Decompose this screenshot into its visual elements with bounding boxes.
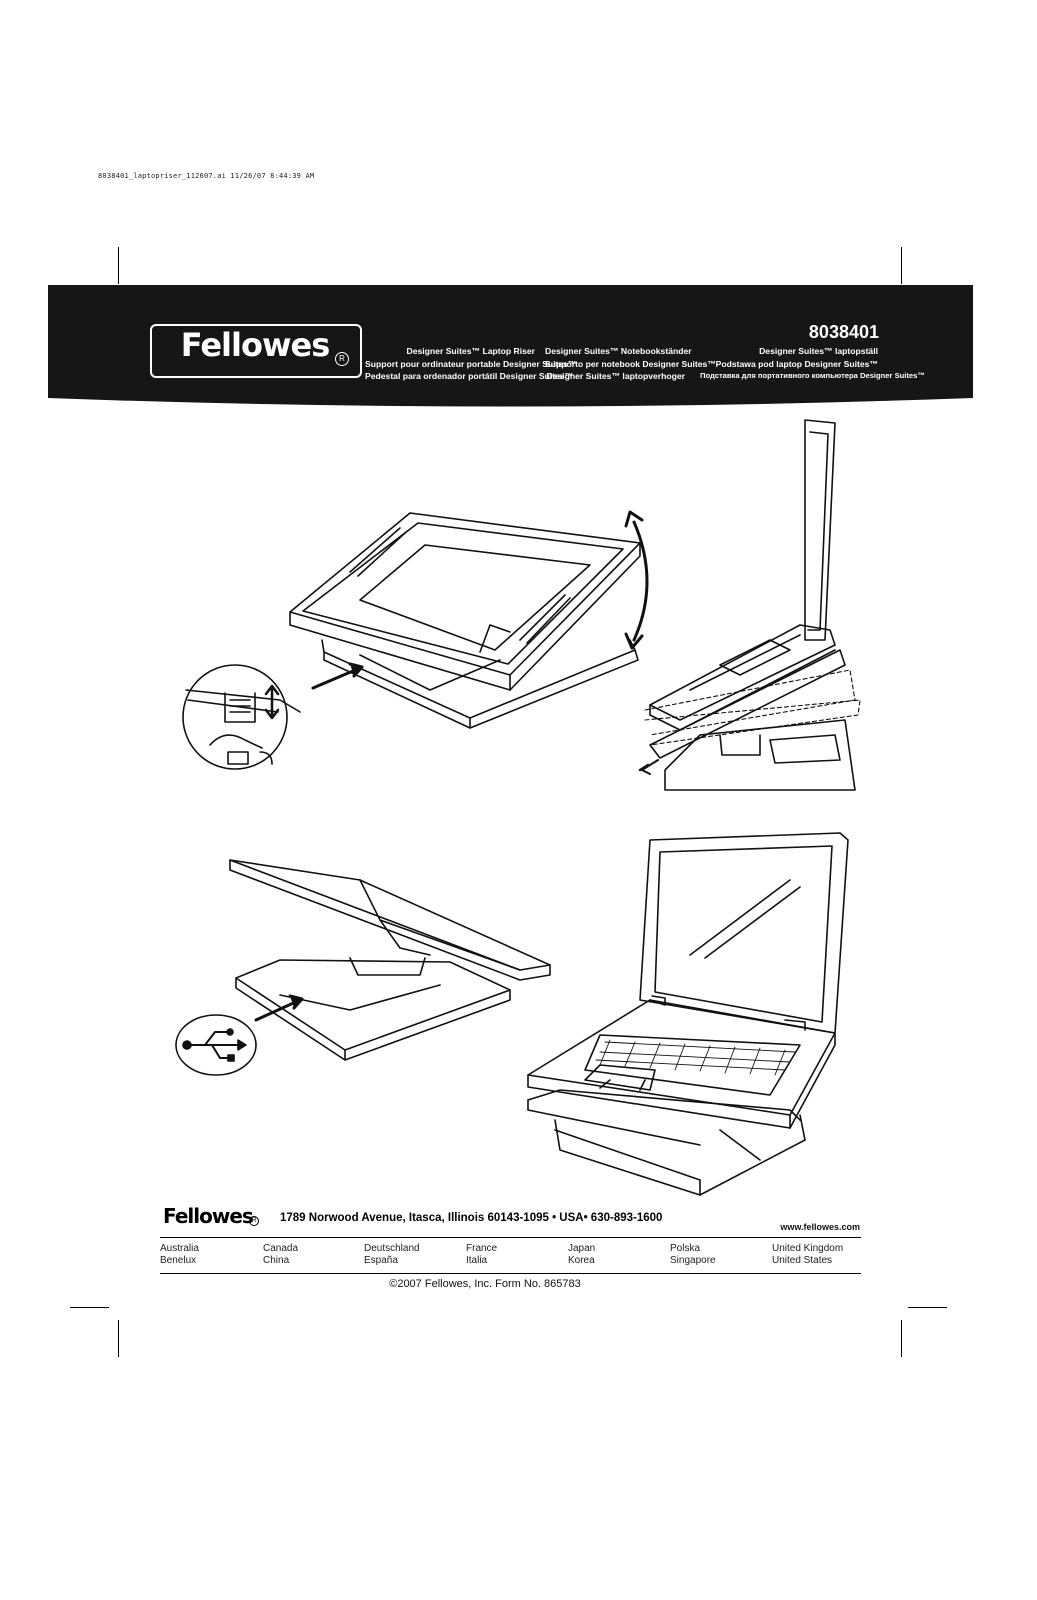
footer-brand-logo: Fellowes (163, 1204, 254, 1228)
country-column: Canada China (263, 1243, 298, 1267)
country-column: Australia Benelux (160, 1243, 199, 1267)
country-item: France (466, 1243, 498, 1254)
detail-circle-latch (182, 664, 301, 770)
country-item: Korea (568, 1255, 595, 1266)
country-item: Polska (670, 1243, 701, 1254)
country-item: Japan (568, 1243, 596, 1254)
country-item: United Kingdom (772, 1243, 844, 1254)
company-address: 1789 Norwood Avenue, Itasca, Illinois 60… (280, 1212, 663, 1224)
pointer-arrow-usb (254, 994, 304, 1022)
country-column: Polska Singapore (670, 1243, 716, 1267)
country-column: Japan Korea (568, 1243, 595, 1267)
country-column: United Kingdom United States (772, 1243, 843, 1267)
country-item: Italia (466, 1255, 488, 1266)
copyright-form-number: ©2007 Fellowes, Inc. Form No. 865783 (389, 1278, 581, 1290)
header-title-line: Pedestal para ordenador portátil Designe… (365, 371, 574, 381)
country-column: France Italia (466, 1243, 497, 1267)
footer-rule-bottom (160, 1273, 861, 1274)
header-title-column-2: Designer Suites™ Notebookständer Support… (545, 345, 716, 383)
laptop-keyboard-grid (595, 1039, 796, 1076)
crop-mark-bottom-left-h (70, 1307, 109, 1308)
brand-logo: Fellowes (180, 326, 331, 364)
pointer-arrow-detail (311, 662, 364, 690)
figure-riser-side-laptop (638, 419, 856, 791)
header-title-line: Support pour ordinateur portable Designe… (365, 358, 577, 369)
header-title-column-3: Designer Suites™ laptopställ Podstawa po… (700, 345, 925, 383)
country-item: España (364, 1255, 398, 1266)
header-title-line: Supporto per notebook Designer Suites™ (545, 358, 716, 369)
country-column: Deutschland España (364, 1243, 420, 1267)
figure-riser-side-ghost (644, 669, 861, 746)
header-title-column-1: Designer Suites™ Laptop Riser Support po… (365, 345, 577, 383)
footer-registered-mark-icon: R (249, 1216, 259, 1226)
country-item: Deutschland (364, 1243, 420, 1254)
crop-mark-bottom-right-h (908, 1307, 947, 1308)
header-title-line: Подставка для портативного компьютера De… (700, 371, 925, 380)
header-title-line: Designer Suites™ laptopverhoger (546, 371, 686, 381)
crop-mark-bottom-right-v (901, 1320, 902, 1357)
footer-rule-top (160, 1237, 861, 1238)
file-slug-line: 8038401_laptopriser_112607.ai 11/26/07 8… (98, 172, 315, 180)
brand-logo-frame (150, 324, 362, 378)
figure-laptop-on-riser (527, 832, 849, 1196)
country-item: Australia (160, 1243, 199, 1254)
header-title-line: Designer Suites™ Notebookständer (545, 346, 692, 356)
country-item: Canada (263, 1243, 299, 1254)
header-title-line: Designer Suites™ Laptop Riser (406, 346, 535, 356)
country-item: Singapore (670, 1255, 716, 1266)
tilt-arrow (624, 510, 649, 650)
country-item: United States (772, 1255, 833, 1266)
usb-icon (175, 1014, 257, 1076)
country-item: China (263, 1255, 290, 1266)
crop-mark-top-right (901, 247, 902, 284)
figure-riser-usb (229, 859, 551, 1061)
website-link[interactable]: www.fellowes.com (780, 1222, 860, 1232)
country-item: Benelux (160, 1255, 197, 1266)
model-number: 8038401 (808, 322, 879, 342)
header-title-line: Podstawa pod laptop Designer Suites™ (715, 358, 878, 369)
header-title-line: Designer Suites™ laptopställ (759, 346, 878, 356)
registered-mark-icon: R (335, 352, 349, 366)
crop-mark-bottom-left-v (118, 1320, 119, 1357)
crop-mark-top-left (118, 247, 119, 284)
figure-riser-raised (289, 512, 641, 729)
